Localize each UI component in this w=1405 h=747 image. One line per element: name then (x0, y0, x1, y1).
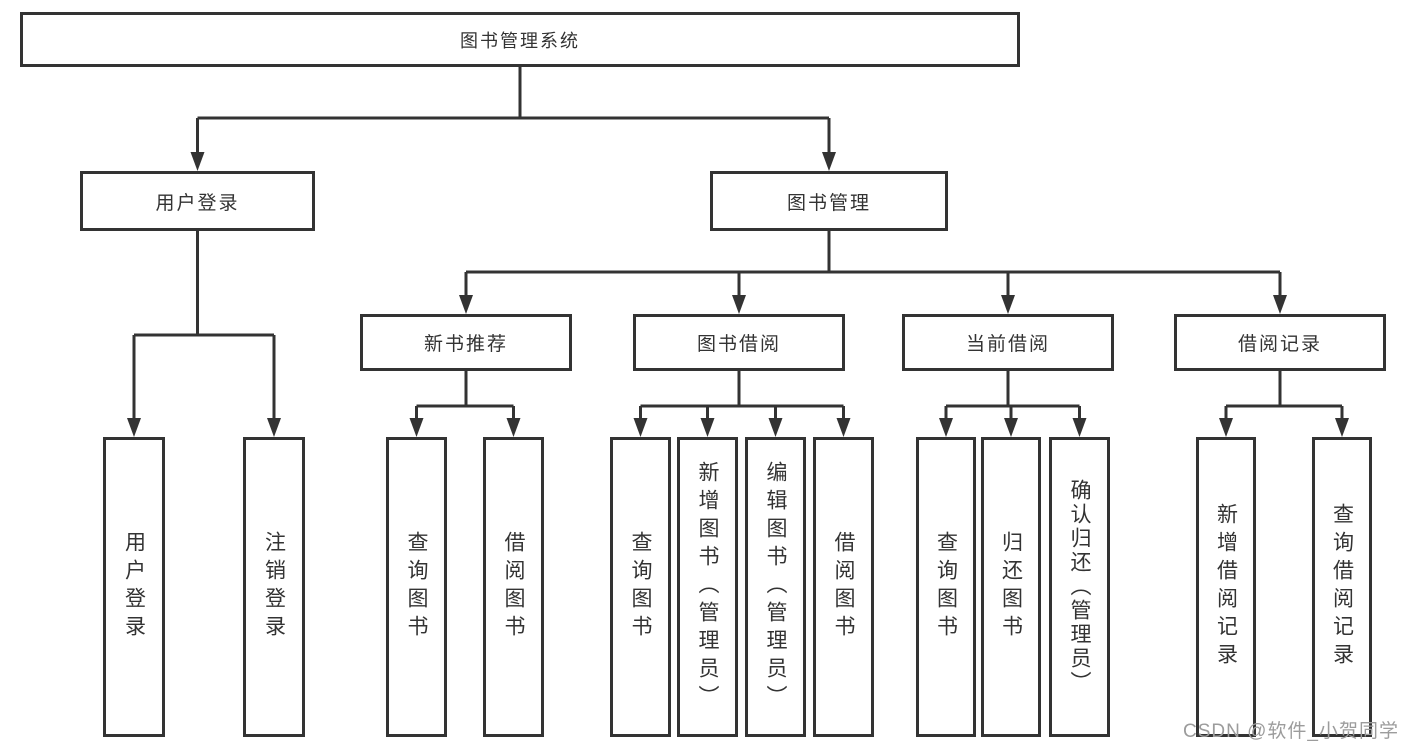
arrowhead (459, 295, 473, 314)
node-book-management-branch: 图书管理 (710, 171, 948, 231)
arrowhead (1219, 418, 1233, 437)
node-label: 新增图书（管理员） (696, 461, 719, 713)
connector-root-trunk (196, 67, 831, 158)
arrowhead (939, 418, 953, 437)
arrowhead (768, 418, 783, 437)
node-leaf-confirm-return-admin: 确认归还（管理员） (1049, 437, 1110, 737)
node-label: 查询图书 (934, 531, 958, 643)
node-label: 用户登录 (122, 531, 146, 643)
node-label: 当前借阅 (965, 334, 1050, 355)
arrowhead (267, 418, 281, 437)
node-leaf-query-borrow-record: 查询借阅记录 (1312, 437, 1372, 737)
connector-records-group (1224, 371, 1344, 424)
node-label: 注销登录 (262, 531, 286, 643)
arrowhead (633, 418, 648, 437)
node-leaf-borrow-books-2: 借阅图书 (813, 437, 874, 737)
node-label: 图书管理 (786, 192, 871, 214)
node-label: 借阅记录 (1237, 334, 1322, 355)
arrowhead (732, 295, 746, 314)
arrowhead (127, 418, 141, 437)
node-group-borrow-records: 借阅记录 (1174, 314, 1386, 371)
arrowhead (1072, 418, 1087, 437)
node-label: 用户登录 (155, 192, 240, 214)
arrowhead (409, 418, 424, 437)
connector-current-group (944, 371, 1081, 424)
arrowhead (506, 418, 521, 437)
node-leaf-query-books-2: 查询图书 (610, 437, 671, 737)
node-leaf-add-borrow-record: 新增借阅记录 (1196, 437, 1256, 737)
node-leaf-borrow-books-1: 借阅图书 (483, 437, 544, 737)
node-leaf-logout: 注销登录 (243, 437, 305, 737)
arrowhead (1004, 418, 1018, 437)
node-label: 编辑图书（管理员） (764, 461, 787, 713)
node-leaf-edit-book-admin: 编辑图书（管理员） (745, 437, 806, 737)
node-leaf-query-books-3: 查询图书 (916, 437, 976, 737)
connector-newbook-group (415, 371, 515, 424)
node-label: 归还图书 (999, 531, 1023, 643)
node-group-book-borrowing: 图书借阅 (633, 314, 845, 371)
arrowhead (1001, 295, 1015, 314)
arrowhead (700, 418, 715, 437)
node-leaf-query-books-1: 查询图书 (386, 437, 447, 737)
node-label: 查询图书 (405, 531, 428, 643)
connector-borrow-group (639, 371, 845, 424)
node-user-login-branch: 用户登录 (80, 171, 315, 231)
arrowhead (1273, 295, 1287, 314)
connector-mgmt-group (464, 231, 1282, 301)
node-label: 确认归还（管理员） (1068, 479, 1091, 695)
node-label: 图书借阅 (696, 334, 781, 355)
node-label: 借阅图书 (502, 531, 525, 643)
node-group-current-borrowing: 当前借阅 (902, 314, 1114, 371)
node-label: 查询图书 (629, 531, 652, 643)
node-label: 查询借阅记录 (1330, 503, 1354, 671)
arrowhead (190, 152, 205, 171)
node-library-system: 图书管理系统 (20, 12, 1020, 67)
node-label: 借阅图书 (832, 531, 855, 643)
arrowhead (836, 418, 851, 437)
connector-login-group (132, 231, 276, 424)
node-leaf-return-book: 归还图书 (981, 437, 1041, 737)
arrowhead (1335, 418, 1349, 437)
node-label: 新增借阅记录 (1214, 503, 1238, 671)
node-leaf-user-login: 用户登录 (103, 437, 165, 737)
arrowhead (822, 152, 836, 171)
node-label: 图书管理系统 (460, 30, 580, 51)
node-leaf-add-book-admin: 新增图书（管理员） (677, 437, 738, 737)
node-group-new-book-recommend: 新书推荐 (360, 314, 572, 371)
node-label: 新书推荐 (423, 334, 508, 355)
